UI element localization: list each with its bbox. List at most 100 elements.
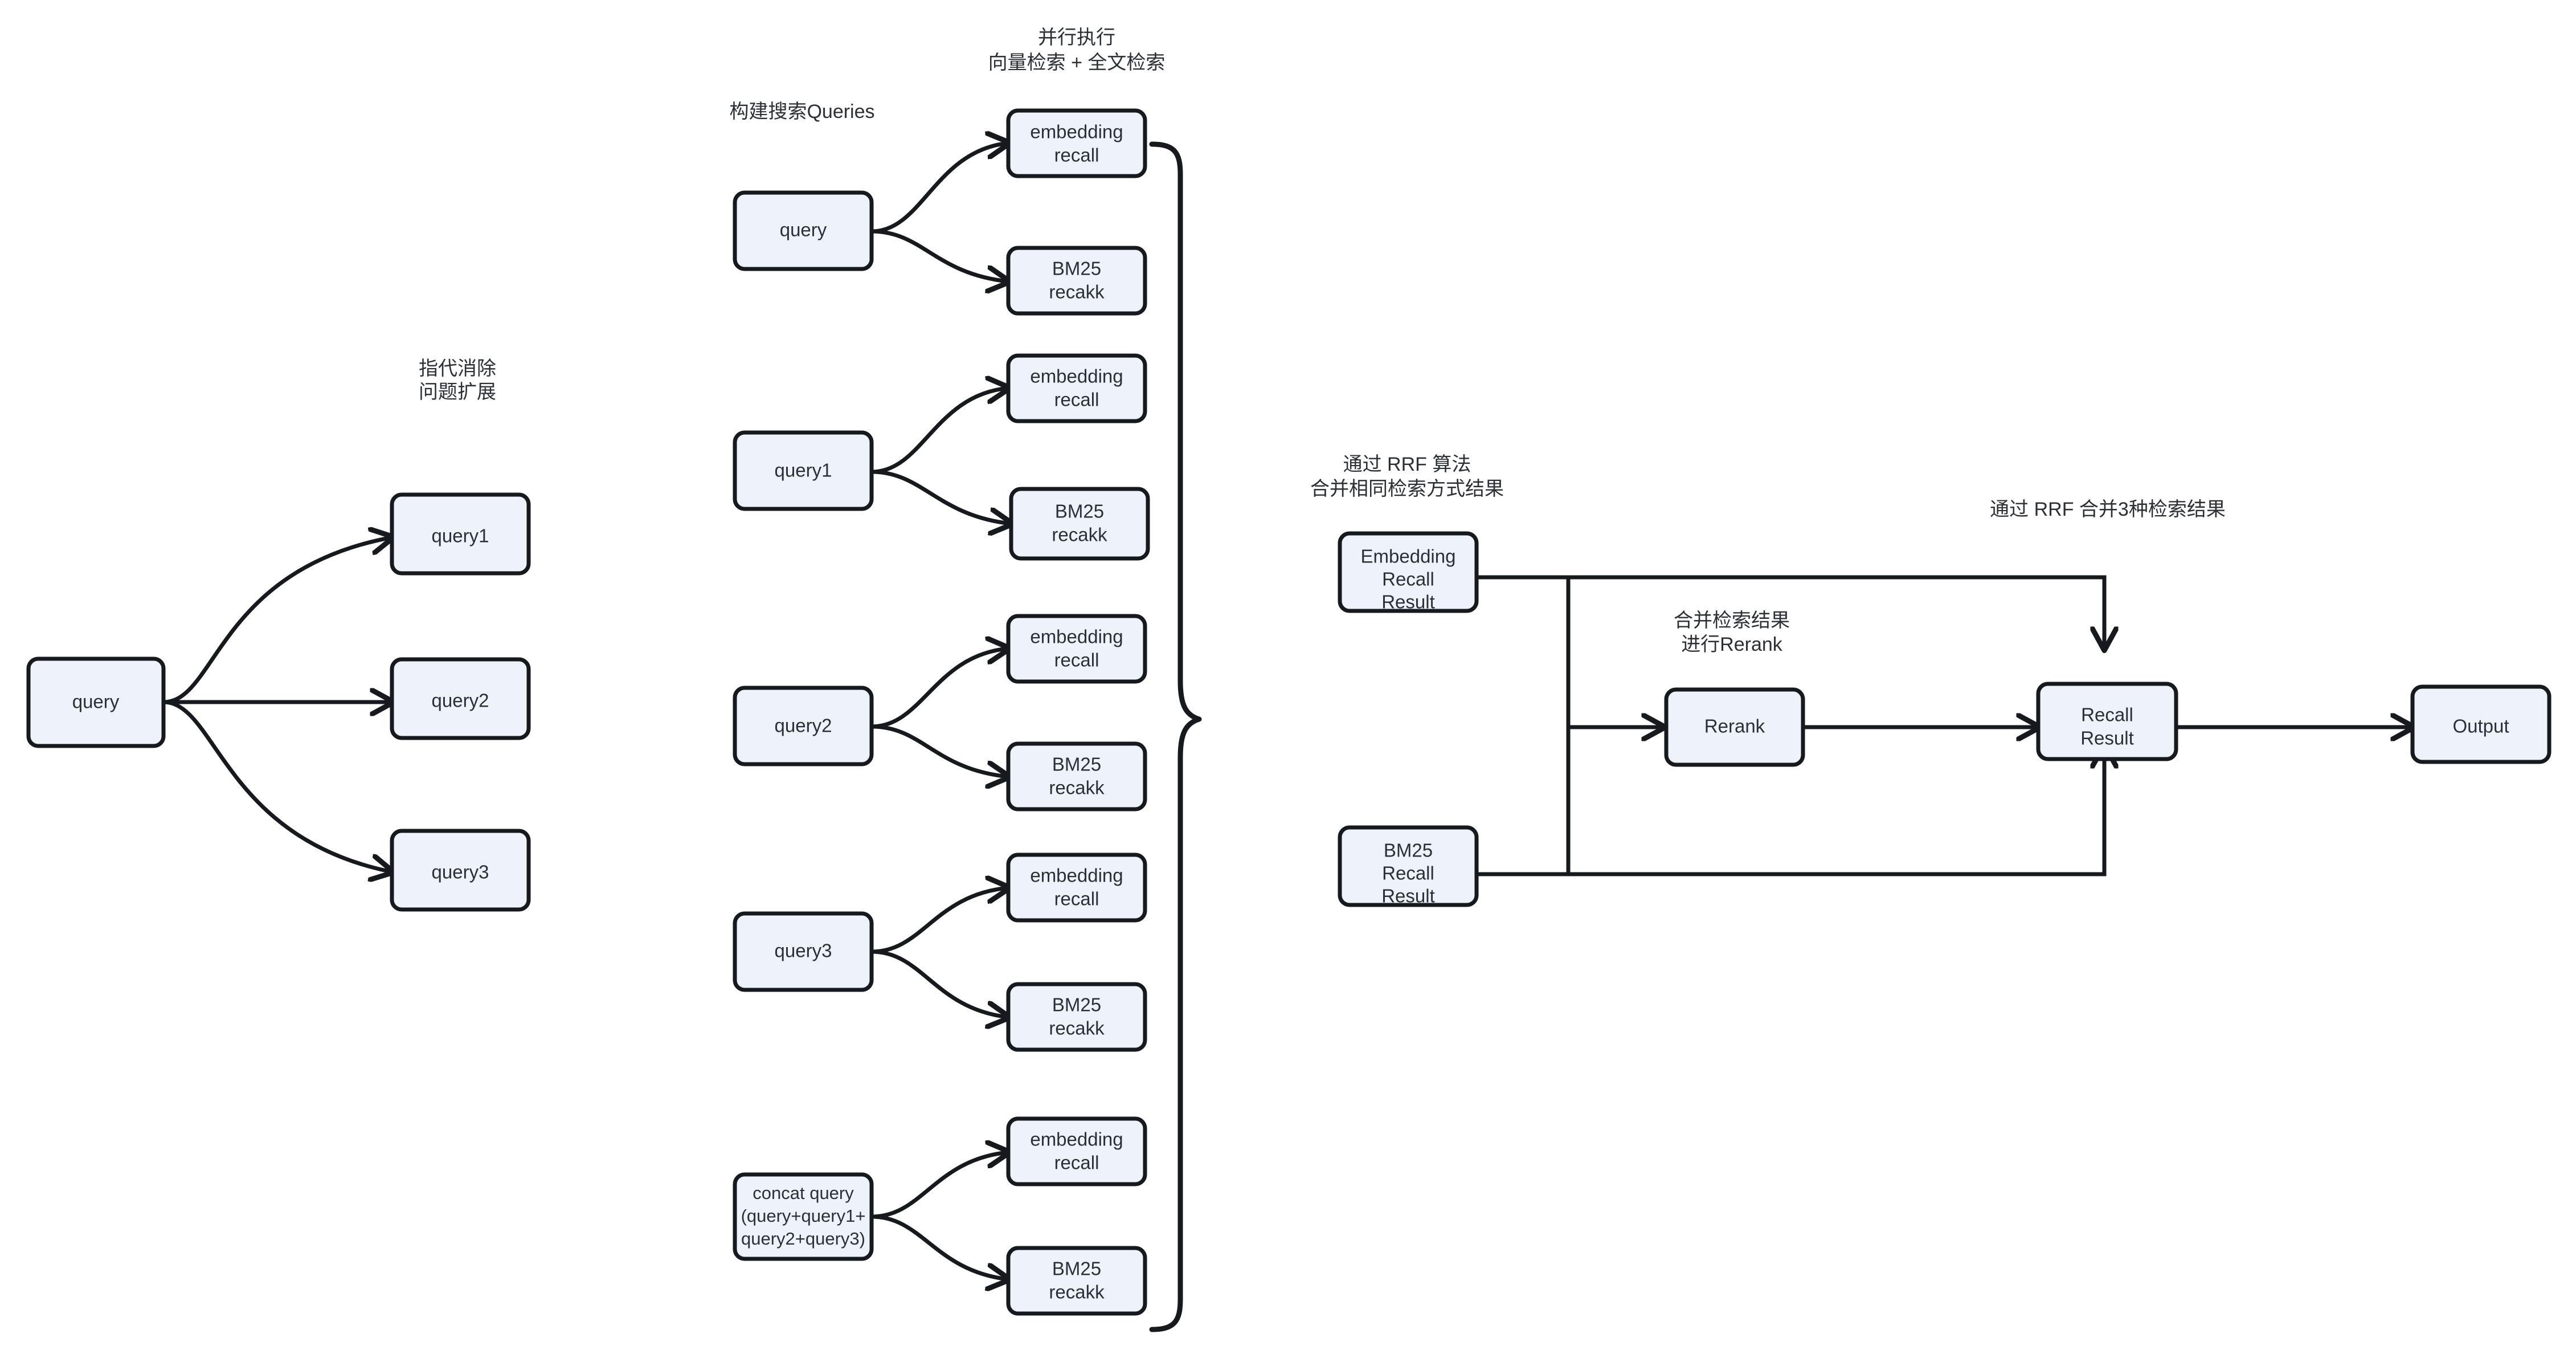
node-embedding-recall-3-box[interactable]: [1006, 614, 1147, 684]
node-embedding-recall-2-box[interactable]: [1006, 353, 1147, 423]
node-output[interactable]: Output: [2410, 684, 2552, 764]
edge-g2-to-bm25: [871, 470, 1011, 524]
node-bm25-recall-1[interactable]: BM25 recakk: [1006, 246, 1147, 316]
annotation-rrf-three: 通过 RRF 合并3种检索结果: [1990, 499, 2226, 520]
edge-g5-to-embedding: [871, 1152, 1008, 1219]
node-query1[interactable]: query1: [390, 492, 531, 576]
node-embedding-recall-3-line2: recall: [1054, 650, 1099, 671]
annotation-rrf-same-line2: 合并相同检索方式结果: [1310, 478, 1504, 500]
node-embedding-recall-4[interactable]: embedding recall: [1006, 853, 1147, 923]
node-stage2-source-query1-box[interactable]: [733, 430, 874, 511]
node-bm25-recall-result-box[interactable]: [1338, 825, 1479, 907]
edge-query-to-query3: [163, 700, 392, 872]
node-embedding-recall-result-line1: Embedding: [1361, 546, 1456, 567]
node-output-label: Output: [2452, 716, 2509, 737]
node-bm25-recall-5[interactable]: BM25 recakk: [1006, 1246, 1147, 1316]
annotation-merge-rerank-line2: 进行Rerank: [1681, 634, 1783, 655]
node-rerank-box[interactable]: [1664, 687, 1805, 767]
node-stage2-source-query1[interactable]: query1: [733, 430, 874, 511]
node-embedding-recall-5[interactable]: embedding recall: [1006, 1116, 1147, 1186]
node-embedding-recall-1-line2: recall: [1054, 145, 1099, 166]
node-query-root-label: query: [72, 691, 120, 712]
node-embedding-recall-3-line1: embedding: [1030, 626, 1123, 647]
annotation-rrf-same-line1: 通过 RRF 算法: [1343, 454, 1471, 475]
node-embedding-recall-4-line1: embedding: [1030, 865, 1123, 886]
node-bm25-recall-2-line1: BM25: [1055, 501, 1104, 522]
node-recall-result-line1: Recall: [2081, 704, 2133, 725]
node-stage2-source-query1-label: query1: [775, 460, 832, 481]
grouping-brace: [1149, 141, 1202, 1332]
edge-g3-to-embedding: [871, 649, 1008, 729]
node-embedding-recall-1-box[interactable]: [1006, 108, 1147, 178]
annotation-parallel-line2: 向量检索 + 全文检索: [988, 52, 1166, 74]
node-bm25-recall-4-box[interactable]: [1006, 982, 1147, 1052]
node-stage2-source-concat-query-box[interactable]: [733, 1172, 874, 1261]
node-recall-result[interactable]: Recall Result: [2036, 682, 2178, 761]
node-bm25-recall-3-box[interactable]: [1006, 741, 1147, 811]
node-query1-box[interactable]: [390, 492, 531, 576]
node-bm25-recall-4-line1: BM25: [1052, 994, 1101, 1016]
node-stage2-source-query3[interactable]: query3: [733, 911, 874, 992]
node-concat-query-line2: (query+query1+: [741, 1206, 866, 1226]
annotation-merge-rerank-line1: 合并检索结果: [1674, 610, 1790, 631]
node-bm25-recall-result[interactable]: BM25 Recall Result: [1338, 825, 1479, 907]
node-bm25-recall-1-box[interactable]: [1006, 246, 1147, 316]
node-embedding-recall-4-line2: recall: [1054, 888, 1099, 910]
node-bm25-recall-result-line2: Recall: [1382, 863, 1434, 884]
node-recall-result-line2: Result: [2080, 728, 2134, 749]
node-stage2-source-query3-label: query3: [775, 940, 832, 961]
node-bm25-recall-2[interactable]: BM25 recakk: [1009, 487, 1150, 561]
node-stage2-source-query3-box[interactable]: [733, 911, 874, 992]
node-embedding-recall-4-box[interactable]: [1006, 853, 1147, 923]
edge-bm25-result-to-recall-result: [1477, 747, 2104, 876]
node-bm25-recall-result-line3: Result: [1381, 886, 1435, 907]
edge-query-to-query1: [163, 537, 392, 704]
node-output-box[interactable]: [2410, 684, 2552, 764]
edge-g4-to-bm25: [871, 949, 1008, 1017]
node-embedding-recall-result[interactable]: Embedding Recall Result: [1338, 531, 1479, 613]
node-query3[interactable]: query3: [390, 829, 531, 912]
node-rerank[interactable]: Rerank: [1664, 687, 1805, 767]
node-embedding-recall-1-line1: embedding: [1030, 121, 1123, 142]
node-bm25-recall-3[interactable]: BM25 recakk: [1006, 741, 1147, 811]
node-recall-result-box[interactable]: [2036, 682, 2178, 761]
node-embedding-recall-5-line1: embedding: [1030, 1129, 1123, 1150]
node-embedding-recall-2[interactable]: embedding recall: [1006, 353, 1147, 423]
node-embedding-recall-result-line3: Result: [1381, 592, 1435, 613]
node-bm25-recall-2-box[interactable]: [1009, 487, 1150, 561]
node-embedding-recall-1[interactable]: embedding recall: [1006, 108, 1147, 178]
edge-g1-to-embedding: [871, 143, 1008, 234]
node-bm25-recall-1-line2: recakk: [1049, 282, 1105, 303]
node-query3-box[interactable]: [390, 829, 531, 912]
annotation-parallel-exec: 并行执行 向量检索 + 全文检索: [988, 27, 1166, 74]
node-bm25-recall-3-line1: BM25: [1052, 754, 1101, 775]
node-stage2-source-query-label: query: [780, 219, 827, 240]
node-embedding-recall-5-box[interactable]: [1006, 1116, 1147, 1186]
annotation-rrf-same-method: 通过 RRF 算法 合并相同检索方式结果: [1310, 454, 1504, 500]
node-query-root-box[interactable]: [26, 656, 166, 748]
node-embedding-recall-result-box[interactable]: [1338, 531, 1479, 613]
node-query2[interactable]: query2: [390, 657, 531, 740]
node-query2-box[interactable]: [390, 657, 531, 740]
node-query-root[interactable]: query: [26, 656, 166, 748]
annotation-coref-expand: 指代消除 问题扩展: [419, 358, 496, 403]
edge-embedding-result-to-recall-result: [1477, 575, 2104, 649]
node-embedding-recall-3[interactable]: embedding recall: [1006, 614, 1147, 684]
node-concat-query-line3: query2+query3): [741, 1229, 865, 1249]
stage3-edges: [1477, 575, 2413, 876]
node-stage2-source-query2-box[interactable]: [733, 686, 874, 766]
node-stage2-source-query-box[interactable]: [733, 190, 874, 271]
annotation-parallel-line1: 并行执行: [1038, 27, 1115, 48]
node-stage2-source-concat-query[interactable]: concat query (query+query1+ query2+query…: [733, 1172, 874, 1261]
node-bm25-recall-5-box[interactable]: [1006, 1246, 1147, 1316]
node-embedding-recall-2-line1: embedding: [1030, 366, 1123, 387]
node-bm25-recall-4[interactable]: BM25 recakk: [1006, 982, 1147, 1052]
annotation-merge-rerank: 合并检索结果 进行Rerank: [1674, 610, 1790, 655]
node-stage2-source-query2-label: query2: [775, 715, 832, 736]
edge-g2-to-embedding: [871, 388, 1008, 474]
stage2-edges: [871, 143, 1011, 1279]
annotation-build-queries-label: 构建搜索Queries: [729, 101, 874, 123]
node-stage2-source-query2[interactable]: query2: [733, 686, 874, 766]
node-stage2-source-query[interactable]: query: [733, 190, 874, 271]
